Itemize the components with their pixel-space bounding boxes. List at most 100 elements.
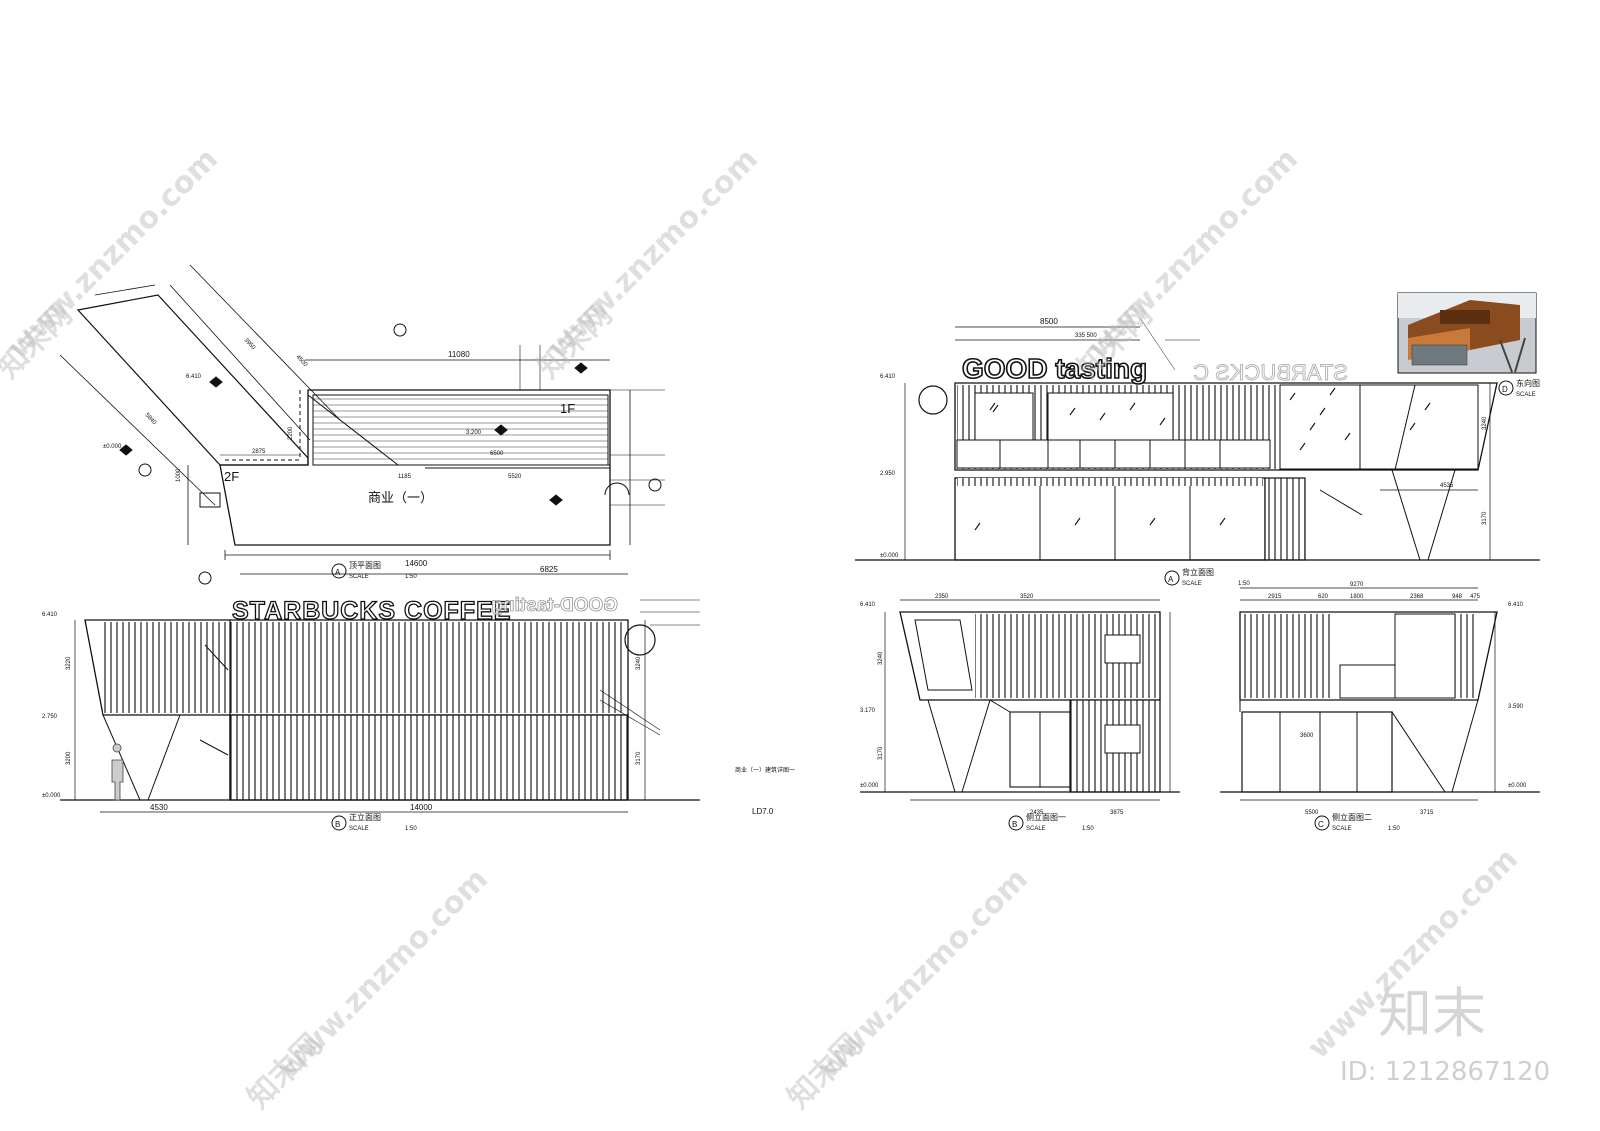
plan-scale-word: SCALE [349,574,369,580]
side1-dim-h2: 3170 [878,746,884,760]
plan-1f-deck [312,394,609,466]
plan-title-block: A 顶平面图 SCALE 1:50 [331,561,417,580]
side1-dim-h1: 3240 [878,651,884,665]
plan-label-1f: 1F [560,401,575,416]
back-level-6410: 6.410 [880,374,896,380]
front-dim-total: 14000 [410,803,433,812]
back-dim-h1: 3240 [1482,416,1488,430]
side1-level-0: ±0.000 [860,783,879,789]
plan-dim-2200: 2200 [288,426,294,440]
east-title-block: D 东向图 SCALE [1498,378,1540,398]
side1-level-6410: 6.410 [860,602,876,608]
front-dim-h2: 3200 [66,751,72,765]
back-round-sign [918,385,948,415]
side2-dim-t6: 475 [1470,594,1481,600]
front-scale-word: SCALE [349,826,369,832]
back-scale-value: 1:50 [1238,581,1250,587]
side1-dim-2: 3875 [1110,810,1124,816]
front-scale-value: 1:50 [405,826,417,832]
plan-dim-top: 11080 [448,350,470,359]
side2-title-block: C 侧立面图二 SCALE 1:50 [1314,812,1400,832]
side2-scale-word: SCALE [1332,826,1352,832]
front-dim-h3: 3170 [636,751,642,765]
plan-dim-2875: 2875 [252,449,266,455]
plan-marker: A [335,568,341,577]
front-title: 正立面图 [349,812,381,822]
back-dim-top2: 335 500 [1075,333,1097,339]
side1-level-3170: 3.170 [860,708,876,714]
side2-title: 侧立面图二 [1332,812,1372,822]
front-dim-left: 4530 [150,803,168,812]
side2-level-3590: 3.590 [1508,704,1524,710]
side-note: 商业（一）建筑详图一 [735,766,795,774]
plan-room-label: 商业（一） [368,490,433,505]
back-dim-top: 8500 [1040,317,1058,326]
front-level-0: ±0.000 [42,793,61,799]
front-dim-top: 6825 [540,565,558,574]
watermark-id: ID: 1212867120 [1340,1057,1550,1087]
east-marker: D [1502,385,1508,394]
plan-title: 顶平面图 [349,561,381,570]
plan-level-3200: 3.200 [466,430,482,436]
side1-marker: B [1012,820,1017,829]
render-thumbnail [1397,292,1537,374]
back-glass-marks [974,387,1431,531]
side2-marker: C [1318,820,1324,829]
side2-elevation [1220,587,1540,801]
side1-title-block: B 侧立面图一 SCALE 1:50 [1008,812,1094,832]
side1-dim-top2: 3520 [1020,594,1034,600]
front-level-6410: 6.410 [42,612,58,618]
back-elevation [855,317,1540,561]
front-sign-mirror: GOOD-tasting [491,595,618,616]
plan-dim-total: 14600 [405,559,428,568]
plan-dim-5840: 5840 [144,412,158,426]
back-title: 背立面图 [1182,567,1214,577]
front-marker: B [335,820,340,829]
east-scale-word: SCALE [1516,392,1536,398]
watermark-cn: 知末网 [781,1027,869,1115]
side2-dim-1: 5500 [1305,810,1319,816]
side2-scale-value: 1:50 [1388,826,1400,832]
side1-elevation [860,599,1180,801]
plan-view [59,264,665,585]
sheet-code: LD7.0 [752,807,774,816]
side2-level-0: ±0.000 [1508,783,1527,789]
front-dim-h4: 3240 [636,656,642,670]
back-sign-text: GOOD tasting [962,353,1147,384]
side2-dim-2: 3715 [1420,810,1434,816]
side2-dim-mid: 3600 [1300,733,1314,739]
plan-dim-3950: 3950 [243,337,257,351]
front-title-block: B 正立面图 SCALE 1:50 [331,812,417,832]
east-title: 东向图 [1516,378,1540,388]
plan-label-2f: 2F [224,469,239,484]
back-title-block: A 背立面图 SCALE 1:50 [1164,567,1250,587]
back-dim-right: 4535 [1440,483,1454,489]
plan-dim-5520: 5520 [508,474,522,480]
plan-level-6410: 6.410 [186,374,202,380]
front-round-sign [624,624,656,656]
front-sign-text: STARBUCKS COFFEE [232,597,511,625]
back-level-2950: 2.950 [880,471,896,477]
back-level-0: ±0.000 [880,553,899,559]
side2-dim-t5: 948 [1452,594,1463,600]
side2-dim-t3: 1800 [1350,594,1364,600]
plan-dim-6500: 6500 [490,451,504,457]
side2-dim-t2: 620 [1318,594,1329,600]
side2-dim-top: 9270 [1350,582,1364,588]
side1-dim-top1: 2350 [935,594,949,600]
front-level-2750: 2.750 [42,714,58,720]
back-upper-box [954,382,1498,471]
plan-2f-outline [76,294,309,466]
plan-dim-1185: 1185 [398,474,412,480]
person-figure [111,743,124,801]
back-sign-mirror: STARBUCKS C [1193,360,1348,385]
watermark-cn: 知末网 [241,1027,329,1115]
plan-dim-1000: 1000 [176,468,182,482]
plan-level-0: ±0.000 [103,444,122,450]
back-scale-word: SCALE [1182,581,1202,587]
back-dim-h2: 3170 [1482,511,1488,525]
side2-level-6410: 6.410 [1508,602,1524,608]
side1-scale-word: SCALE [1026,826,1046,832]
plan-dim-4500: 4500 [295,354,309,368]
side2-dim-t4: 2368 [1410,594,1424,600]
